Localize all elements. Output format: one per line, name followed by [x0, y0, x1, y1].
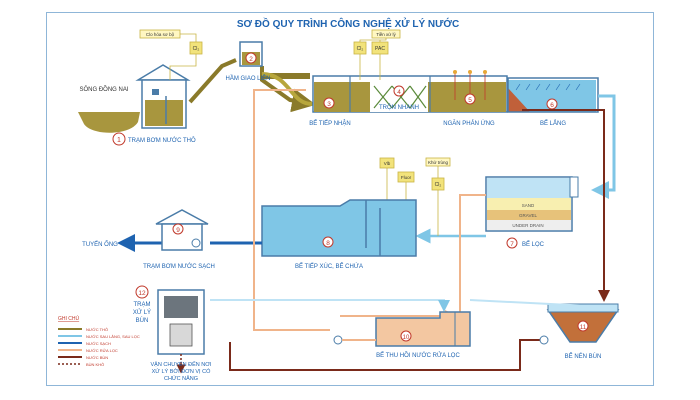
- wash-water-pipes: [253, 89, 486, 331]
- stage-10-badge: [400, 330, 412, 342]
- fluor-label: Fluor: [401, 175, 412, 180]
- raw-pump-station: 1 TRẠM BƠM NƯỚC THÔ: [112, 64, 196, 146]
- stage-2-badge: [245, 52, 257, 64]
- prechlorination: Clo hóa sơ bộ Cl₂: [139, 29, 203, 80]
- transport-line-2: XỬ LÝ BỞI ĐƠN VỊ CÓ: [152, 368, 211, 375]
- stage-5-num: 5: [468, 97, 472, 104]
- cl2-b-label: Cl₂: [357, 46, 364, 52]
- stage-1-name: TRẠM BƠM NƯỚC THÔ: [128, 137, 196, 144]
- sludge-pump: [539, 335, 549, 345]
- stage-4-num: 4: [397, 89, 401, 96]
- pac-label: PAC: [375, 46, 385, 52]
- clean-pump-station: 9 TRẠM BƠM NƯỚC SẠCH: [143, 209, 215, 270]
- stage-10-name: BỂ THU HỒI NƯỚC RỬA LỌC: [376, 352, 460, 359]
- sludge-pipes: [229, 109, 610, 371]
- legend-title: GHI CHÚ: [58, 315, 80, 322]
- legend-item-wash: NƯỚC RỬA LỌC: [86, 348, 118, 353]
- chem1-label: Clo hóa sơ bộ: [146, 32, 175, 37]
- stage-5-badge: [464, 93, 476, 105]
- khu-trung-label: Khử trùng: [428, 159, 449, 165]
- stage-12-name-3: BÙN: [136, 317, 149, 324]
- diagram-title: SƠ ĐỒ QUY TRÌNH CÔNG NGHỆ XỬ LÝ NƯỚC: [237, 17, 459, 30]
- junction-chamber: 2 HẦM GIAO LIÊN: [225, 41, 271, 82]
- stage-11-badge: [577, 320, 589, 332]
- stage-2-name: HẦM GIAO LIÊN: [225, 74, 270, 82]
- intake-mixing-reaction: 3 4 5 BỂ TIẾP NHẬN TRỘN NHANH NGĂN PHẢN …: [309, 70, 508, 127]
- transport-line-1: VẬN CHUYỂN ĐẾN NƠI: [151, 361, 212, 368]
- tien-xu-ly-label: Tiền xử lý: [376, 31, 396, 37]
- stage-8-num: 8: [326, 240, 330, 247]
- sand-label: SAND: [522, 203, 535, 208]
- cl2-a-label: Cl₂: [193, 46, 200, 52]
- stage-1-badge: [112, 132, 126, 146]
- stage-3-name: BỂ TIẾP NHẬN: [309, 120, 350, 127]
- stage-10-num: 10: [403, 335, 410, 341]
- stage-9-name: TRẠM BƠM NƯỚC SẠCH: [143, 263, 215, 270]
- stage-4-name: TRỘN NHANH: [379, 104, 419, 111]
- vlb-label: Vlb: [384, 161, 391, 166]
- filter-tank: SAND GRAVEL UNDER DRAIN 7 BỂ LỌC: [485, 176, 579, 249]
- under-drain-label: UNDER DRAIN: [512, 223, 543, 228]
- sludge-thickener: 11 BỂ NÉN BÙN: [546, 303, 620, 360]
- stage-4-badge: [393, 85, 405, 97]
- stage-11-name: BỂ NÉN BÙN: [565, 353, 602, 360]
- stage-12-name-2: XỬ LÝ: [133, 309, 151, 316]
- stage-1-num: 1: [117, 137, 121, 144]
- backwash-recovery-tank: 10 BỂ THU HỒI NƯỚC RỬA LỌC: [333, 311, 471, 359]
- stage-7-badge: [506, 237, 518, 249]
- stage-6-num: 6: [550, 102, 554, 109]
- cl2-c-label: Cl₂: [435, 182, 442, 188]
- legend-item-raw: NƯỚC THÔ: [86, 327, 108, 332]
- legend-item-dry-sludge: BÙN KHÔ: [86, 362, 104, 367]
- stage-3-num: 3: [327, 101, 331, 108]
- sedimentation-tank: 6 BỂ LẮNG: [507, 77, 599, 127]
- transport-line-3: CHỨC NĂNG: [164, 375, 198, 382]
- river-label: SÔNG ĐỒNG NAI: [79, 86, 128, 93]
- stage-7-num: 7: [510, 241, 514, 248]
- pre-treatment-dosing: Tiền xử lý Cl₂ PAC: [353, 29, 401, 80]
- legend: GHI CHÚ NƯỚC THÔ NƯỚC SAU LẮNG, SAU LỌC …: [58, 315, 140, 367]
- stage-7-name: BỂ LỌC: [522, 241, 545, 248]
- legend-item-clean: NƯỚC SẠCH: [86, 341, 111, 346]
- stage-8-badge: [322, 236, 334, 248]
- legend-item-settled: NƯỚC SAU LẮNG, SAU LỌC: [86, 334, 140, 339]
- stage-11-num: 11: [580, 325, 587, 331]
- stage-12-badge: [135, 285, 149, 299]
- tuyen-ong-label: TUYẾN ỐNG: [82, 241, 118, 248]
- stage-12-name-1: TRẠM: [134, 302, 151, 308]
- sludge-treatment-station: 12 TRẠM XỬ LÝ BÙN: [133, 285, 205, 355]
- stage-8-name: BỂ TIẾP XÚC, BỂ CHỨA: [295, 263, 363, 270]
- gravel-label: GRAVEL: [519, 213, 537, 218]
- stage-12-num: 12: [138, 290, 146, 297]
- stage-2-num: 2: [249, 56, 253, 63]
- legend-item-sludge: NƯỚC BÙN: [86, 355, 108, 360]
- stage-3-badge: [323, 97, 335, 109]
- contact-storage-tank: 8 BỂ TIẾP XÚC, BỂ CHỨA: [261, 199, 417, 270]
- stage-6-name: BỂ LẮNG: [540, 119, 566, 127]
- stage-9-badge: [172, 223, 184, 235]
- river: SÔNG ĐỒNG NAI: [78, 86, 140, 133]
- stage-9-num: 9: [176, 227, 180, 234]
- pipe-dewater-return: [210, 299, 450, 312]
- stage-5-name: NGĂN PHẢN ỨNG: [443, 120, 495, 127]
